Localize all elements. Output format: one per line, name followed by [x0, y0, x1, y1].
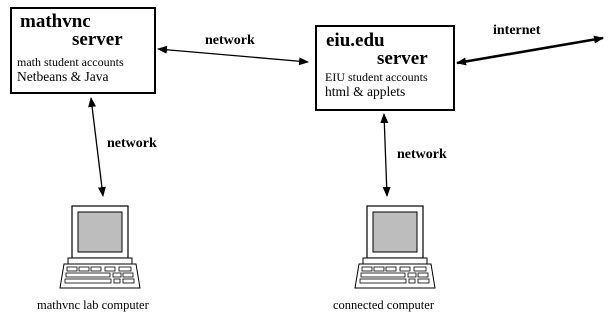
caption-lab-computer: mathvnc lab computer	[37, 298, 149, 312]
label-internet: internet	[493, 23, 541, 38]
label-network-mathvnc-to-lab: network	[107, 136, 157, 151]
arrow-eiu-to-connected	[380, 113, 391, 197]
eiu-server-title: eiu.edu	[326, 30, 385, 51]
eiu-server-line-2: html & applets	[325, 84, 406, 99]
eiu-server-line-1: EIU student accounts	[325, 70, 428, 84]
eiu-server-box: eiu.edu server EIU student accounts html…	[315, 25, 455, 111]
arrow-mathvnc-to-lab	[88, 97, 106, 197]
eiu-server-subtitle: server	[377, 48, 428, 69]
label-network-eiu-to-connected: network	[397, 147, 447, 162]
mathvnc-server-subtitle: server	[72, 29, 123, 50]
lab-computer-icon	[59, 205, 141, 289]
mathvnc-server-line-1: math student accounts	[17, 55, 124, 69]
label-network-server-to-server: network	[205, 33, 255, 48]
arrow-server-to-server	[157, 45, 309, 66]
mathvnc-server-title: mathvnc	[20, 11, 91, 32]
mathvnc-server-line-2: Netbeans & Java	[17, 69, 109, 84]
caption-connected-computer: connected computer	[333, 298, 434, 312]
mathvnc-server-box: mathvnc server math student accounts Net…	[10, 7, 156, 94]
arrow-eiu-to-internet	[456, 35, 604, 66]
connected-computer-icon	[354, 205, 436, 289]
